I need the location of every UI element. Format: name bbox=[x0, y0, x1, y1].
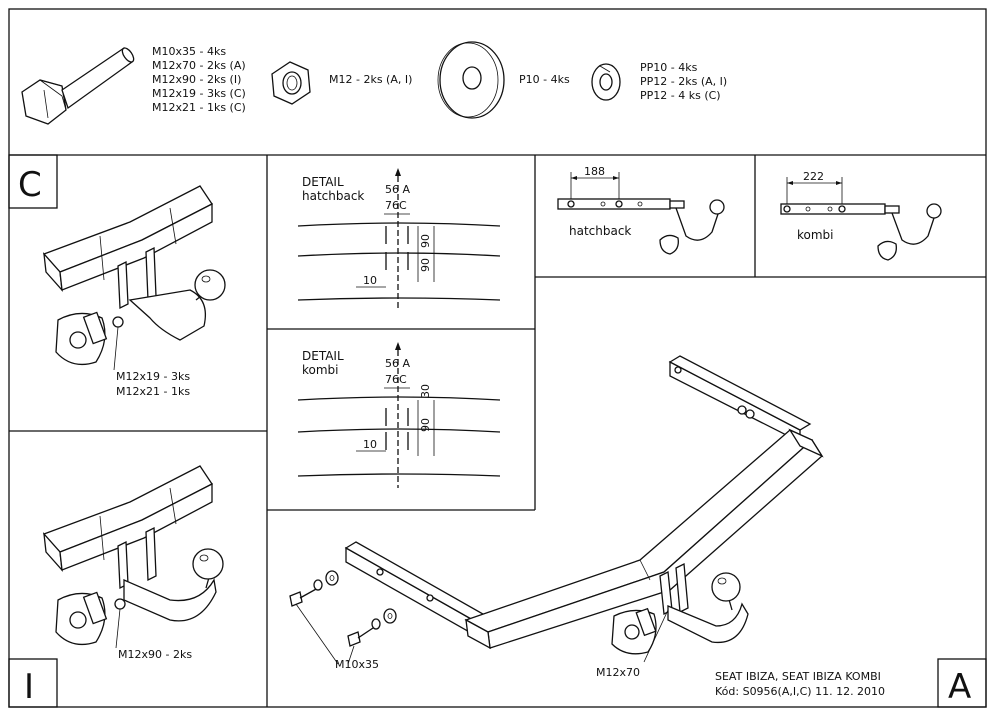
panel-i: I bbox=[8, 465, 224, 708]
detail-hatchback-dim-10: 10 bbox=[363, 274, 377, 287]
panel-a-model: SEAT IBIZA, SEAT IBIZA KOMBI bbox=[715, 670, 881, 683]
detail-kombi-dim-90: 90 bbox=[419, 418, 432, 432]
hardware-m10-upper bbox=[289, 570, 339, 607]
side-hatchback-label: hatchback bbox=[569, 224, 631, 238]
detail-kombi-title-2: kombi bbox=[302, 363, 339, 377]
spring-washer-illustration bbox=[591, 63, 621, 101]
panel-a-label-m12: M12x70 bbox=[596, 666, 640, 679]
detail-hatchback-dim-90b: 90 bbox=[419, 258, 432, 272]
side-view-kombi: 222 bbox=[780, 170, 942, 261]
detail-hatchback-title-1: DETAIL bbox=[302, 175, 344, 189]
detail-kombi-dim-56: 56 A bbox=[385, 357, 410, 370]
panel-i-letter: I bbox=[24, 667, 34, 707]
bolt-spec-4: M12x19 - 3ks (C) bbox=[152, 87, 246, 100]
bolt-spec-5: M12x21 - 1ks (C) bbox=[152, 101, 246, 114]
side-hatchback-dim: 188 bbox=[584, 165, 605, 178]
detail-hatchback-dim-76: 76C bbox=[385, 199, 407, 212]
panel-i-label: M12x90 - 2ks bbox=[118, 648, 192, 661]
detail-kombi-dim-76: 76C bbox=[385, 373, 407, 386]
panel-a-letter: A bbox=[948, 667, 971, 707]
panel-a: A bbox=[289, 355, 987, 708]
spring-washer-spec-3: PP12 - 4 ks (C) bbox=[640, 89, 721, 102]
bolt-spec-2: M12x70 - 2ks (A) bbox=[152, 59, 246, 72]
nut-illustration bbox=[271, 61, 311, 105]
side-view-hatchback: 188 bbox=[557, 165, 725, 255]
panel-c-letter: C bbox=[18, 165, 42, 205]
detail-kombi-dim-30: 30 bbox=[419, 384, 432, 398]
bolt-spec-3: M12x90 - 2ks (I) bbox=[152, 73, 241, 86]
frame bbox=[8, 8, 987, 708]
spring-washer-spec-1: PP10 - 4ks bbox=[640, 61, 698, 74]
detail-hatchback-dim-90a: 90 bbox=[419, 234, 432, 248]
bolt-spec-list: M10x35 - 4ks M12x70 - 2ks (A) M12x90 - 2… bbox=[152, 45, 246, 114]
panel-c-label-2: M12x21 - 1ks bbox=[116, 385, 190, 398]
detail-kombi-dim-10: 10 bbox=[363, 438, 377, 451]
nut-spec: M12 - 2ks (A, I) bbox=[329, 73, 412, 86]
side-kombi-label: kombi bbox=[797, 228, 834, 242]
spring-washer-spec-list: PP10 - 4ks PP12 - 2ks (A, I) PP12 - 4 ks… bbox=[640, 61, 727, 102]
side-kombi-dim: 222 bbox=[803, 170, 824, 183]
spring-washer-spec-2: PP12 - 2ks (A, I) bbox=[640, 75, 727, 88]
panel-c: C bbox=[8, 154, 226, 371]
panel-c-label-1: M12x19 - 3ks bbox=[116, 370, 190, 383]
panel-a-label-m10: M10x35 bbox=[335, 658, 379, 671]
detail-hatchback-dim-56: 56 A bbox=[385, 183, 410, 196]
washer-spec: P10 - 4ks bbox=[519, 73, 570, 86]
hardware-m10-lower bbox=[347, 608, 397, 647]
bolt-spec-1: M10x35 - 4ks bbox=[152, 45, 226, 58]
detail-hatchback-title-2: hatchback bbox=[302, 189, 364, 203]
detail-hatchback: DETAIL hatchback 56 A 76C 90 90 10 bbox=[297, 168, 501, 310]
detail-kombi-title-1: DETAIL bbox=[302, 349, 344, 363]
bolt-illustration bbox=[21, 47, 135, 125]
detail-kombi: DETAIL kombi 56 A 76C 30 90 10 bbox=[297, 342, 501, 488]
panel-a-code: Kód: S0956(A,I,C) 11. 12. 2010 bbox=[715, 685, 885, 698]
washer-illustration bbox=[437, 41, 505, 119]
